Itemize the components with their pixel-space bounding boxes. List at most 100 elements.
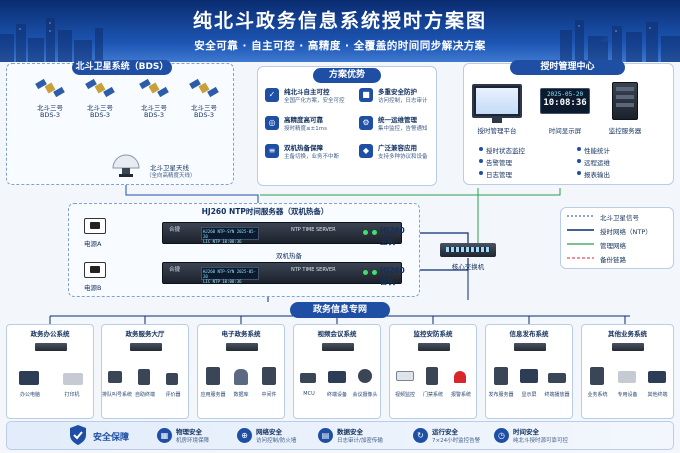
release-server-icon xyxy=(494,367,508,385)
switch-icon xyxy=(130,343,162,351)
mgmt-feature-5: 日志管理 xyxy=(486,171,512,179)
brand-label: 合捷 xyxy=(169,267,181,273)
terminal-icon xyxy=(328,371,346,383)
advantage-2-desc: 访问控制，日志审计 xyxy=(378,98,428,104)
security-4-title: 运行安全 xyxy=(432,428,458,436)
advantage-2-title: 多重安全防护 xyxy=(378,88,417,96)
hot-standby-label: 双机热备 xyxy=(276,252,302,260)
device-label: 终端播放器 xyxy=(544,392,570,398)
advantages-title: 方案优势 xyxy=(313,68,381,83)
led-icon xyxy=(363,270,368,275)
subsystem-title: 视频会议系统 xyxy=(317,330,357,338)
bullet-icon xyxy=(577,147,581,151)
device-label: 门禁系统 xyxy=(422,392,443,398)
satellite-2-code: BDS-3 xyxy=(89,111,111,119)
antenna-name: 北斗卫星天线 xyxy=(150,164,189,172)
mgmt-feature-3: 告警管理 xyxy=(486,159,512,167)
middleware-icon xyxy=(262,367,276,385)
server-icon: ≡ xyxy=(265,144,279,158)
security-bar xyxy=(6,421,674,450)
mgmt-server-label: 监控服务器 xyxy=(608,127,642,135)
page-title: 纯北斗政务信息系统授时方案图 xyxy=(192,10,487,32)
switch-icon xyxy=(418,343,450,351)
legend-swatches xyxy=(567,215,594,259)
refresh-icon: ↻ xyxy=(413,428,428,443)
subsystem-title: 政务办公系统 xyxy=(30,330,70,338)
main-role: 主机 xyxy=(380,237,395,246)
building-icon: ▦ xyxy=(157,428,172,443)
switch-icon xyxy=(322,343,354,351)
advantage-3-title: 高精度高可靠 xyxy=(284,116,323,124)
database-icon xyxy=(234,369,248,385)
satellite-4-code: BDS-3 xyxy=(193,111,215,119)
backup-role: 备机 xyxy=(380,277,395,286)
device-label: 发布服务器 xyxy=(488,392,514,398)
lock-icon: ■ xyxy=(359,88,373,102)
queue-device-icon xyxy=(108,371,122,383)
subsystem-e-gov: 电子政务系统 应用服务器 数据库 中间件 xyxy=(197,324,285,419)
gear-icon: ⚙ xyxy=(359,116,373,130)
subsystem-title: 监控安防系统 xyxy=(413,330,453,338)
device-label: 评价器 xyxy=(165,392,181,398)
satellite-3-name: 北斗三号 xyxy=(141,104,167,112)
device-label: 业务系统 xyxy=(587,392,608,398)
security-2-title: 网络安全 xyxy=(256,428,282,436)
bullet-icon xyxy=(479,171,483,175)
switch-icon xyxy=(35,343,67,351)
switch-icon xyxy=(514,343,546,351)
device-label: MCU xyxy=(303,391,315,397)
data-icon: ▤ xyxy=(318,428,333,443)
subsystem-title: 电子政务系统 xyxy=(221,330,261,338)
bullet-icon xyxy=(479,159,483,163)
player-icon xyxy=(548,373,566,383)
led-icon xyxy=(372,230,377,235)
security-5-title: 时间安全 xyxy=(513,428,539,436)
power-b-label: 电源B xyxy=(84,284,102,292)
satellite-3-code: BDS-3 xyxy=(143,111,165,119)
main-panel-label: NTP TIME SERVER xyxy=(291,227,336,233)
mgmt-feature-6: 报表输出 xyxy=(584,171,610,179)
bullet-icon xyxy=(577,171,581,175)
power-a-label: 电源A xyxy=(84,240,102,248)
backup-model: HJ260 xyxy=(380,266,405,275)
advantage-1-title: 纯北斗自主可控 xyxy=(284,88,330,96)
device-label: 排队叫号系统 xyxy=(102,392,133,398)
led-icon xyxy=(372,270,377,275)
subsystem-security-monitor: 监控安防系统 视频监控 门禁系统 报警系统 xyxy=(389,324,477,419)
advantage-6-title: 广泛兼容应用 xyxy=(378,144,417,152)
device-label: 专用设备 xyxy=(617,392,638,398)
device-label: 中间件 xyxy=(261,392,277,398)
legend-2: 授时网络（NTP） xyxy=(600,228,652,236)
security-1-desc: 机房环境保障 xyxy=(176,438,210,444)
bds-title: 北斗卫星系统（BDS） xyxy=(72,60,172,75)
satellite-group xyxy=(35,78,219,98)
core-switch-icon xyxy=(440,243,496,257)
bullet-icon xyxy=(479,147,483,151)
subsystem-info-release: 信息发布系统 发布服务器 显示屏 终端播放器 xyxy=(485,324,573,419)
mgmt-feature-4: 远程运维 xyxy=(584,159,610,167)
mgmt-feature-2: 性能统计 xyxy=(584,147,610,155)
subsystem-title: 其他业务系统 xyxy=(608,330,647,338)
page-subtitle: 安全可靠 · 自主可控 · 高精度 · 全覆盖的时间同步解决方案 xyxy=(194,40,486,52)
security-1-title: 物理安全 xyxy=(176,428,202,436)
security-title: 安全保障 xyxy=(93,433,130,443)
time-display: 2025-05-20 10:08:36 xyxy=(540,88,590,114)
header-banner: 纯北斗政务信息系统授时方案图 安全可靠 · 自主可控 · 高精度 · 全覆盖的时… xyxy=(0,0,680,62)
advantages-panel xyxy=(257,66,437,186)
monitor-server-icon xyxy=(612,82,638,120)
device-label: 办公电脑 xyxy=(19,392,40,398)
computer-icon xyxy=(19,371,39,385)
security-3-title: 数据安全 xyxy=(337,428,363,436)
legend-4: 备份链路 xyxy=(600,256,626,264)
backup-panel-label: NTP TIME SERVER xyxy=(291,267,336,273)
subsystem-service-hall: 政务服务大厅 排队叫号系统 自助终端 评价器 xyxy=(101,324,189,419)
printer-icon xyxy=(63,373,83,385)
display-screen-icon xyxy=(520,369,538,383)
ntp-title: HJ260 NTP时间服务器（双机热备） xyxy=(201,207,329,216)
legend-3: 管理网络 xyxy=(600,242,626,250)
subsystem-other: 其他业务系统 业务系统 专用设备 其他终端 xyxy=(581,324,674,419)
